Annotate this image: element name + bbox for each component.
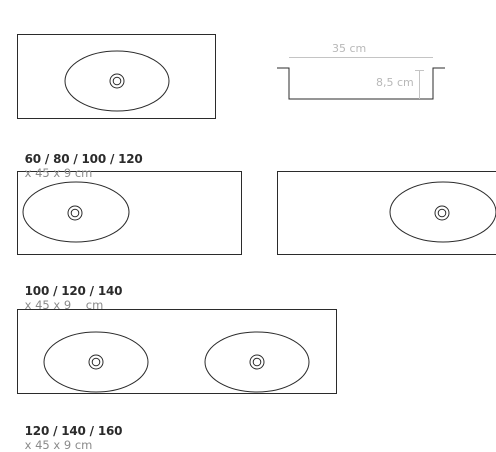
drain-icon <box>110 74 124 88</box>
caption-offset-basin: 100 / 120 / 140 x 45 x 9 cm <box>17 270 122 312</box>
drain-icon <box>89 355 103 369</box>
basin-double <box>18 310 337 394</box>
caption-sizes: 120 / 140 / 160 <box>25 424 123 438</box>
washbasin-diagram: 35 cm 8,5 cm <box>0 0 496 437</box>
drain-icon <box>435 206 449 220</box>
caption-double-basin: 120 / 140 / 160 x 45 x 9 cm <box>17 410 122 452</box>
caption-single-basin: 60 / 80 / 100 / 120 x 45 x 9 cm <box>17 138 143 180</box>
bowl-oval-right <box>205 332 309 392</box>
basin-right-bowl <box>278 172 496 255</box>
bowl-oval <box>65 51 169 111</box>
drain-icon <box>68 206 82 220</box>
caption-sizes: 100 / 120 / 140 <box>25 284 123 298</box>
basin-outline <box>18 172 242 255</box>
basin-left-bowl <box>18 172 242 255</box>
drain-icon <box>250 355 264 369</box>
caption-sizes: 60 / 80 / 100 / 120 <box>25 152 143 166</box>
bowl-oval-left <box>44 332 148 392</box>
section-view: 35 cm 8,5 cm <box>277 42 445 99</box>
caption-dimensions: x 45 x 9 cm <box>25 438 93 452</box>
bowl-oval <box>390 182 496 242</box>
width-label: 35 cm <box>332 42 366 55</box>
bowl-oval <box>23 182 129 242</box>
depth-label: 8,5 cm <box>376 76 414 89</box>
caption-dimensions: x 45 x 9 cm <box>25 166 93 180</box>
basin-outline <box>18 35 216 119</box>
caption-dimensions: x 45 x 9 cm <box>25 298 104 312</box>
basin-single-top <box>18 35 216 119</box>
basin-outline <box>18 310 337 394</box>
